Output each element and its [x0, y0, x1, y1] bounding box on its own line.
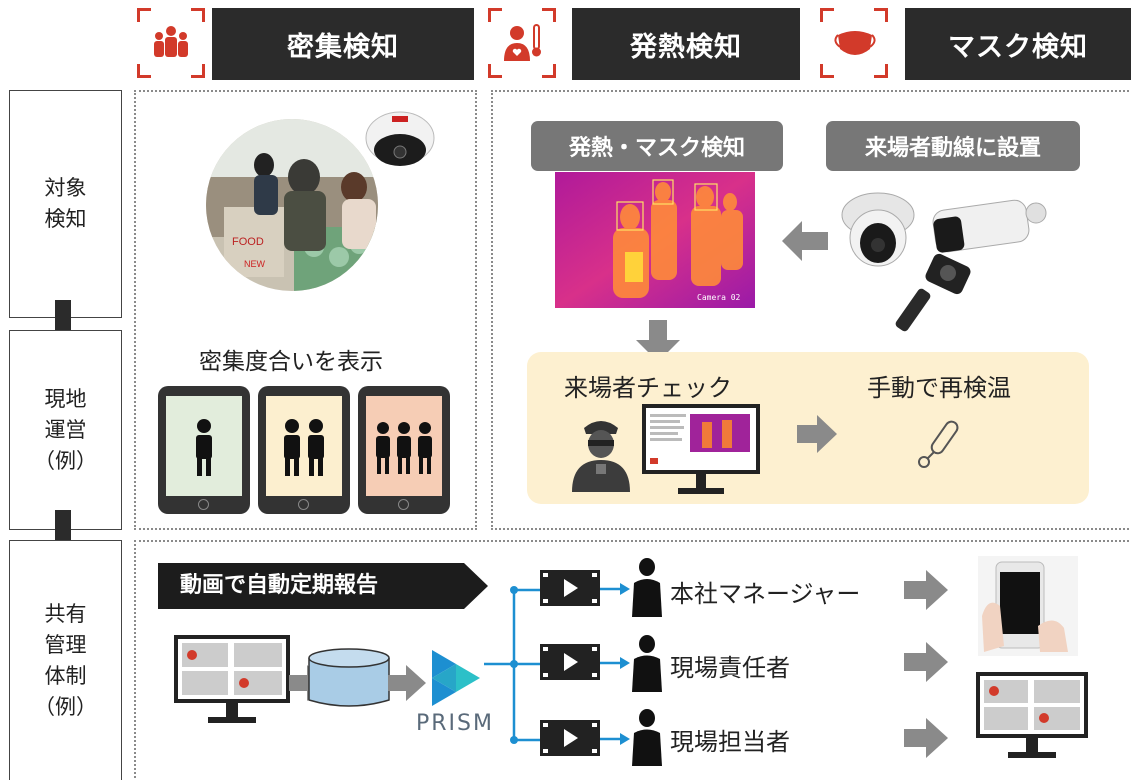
visitor-check-label: 来場者チェック — [564, 374, 732, 402]
blue-arrow-icon — [600, 733, 630, 745]
right-arrow-icon — [388, 665, 426, 701]
tablet-high-density — [358, 386, 450, 514]
monitor-thermal-icon — [642, 404, 760, 494]
video-film-icon — [540, 570, 600, 606]
store-photo: FOOD NEW — [206, 119, 378, 291]
database-icon — [308, 648, 390, 707]
panel-thermal — [491, 90, 1131, 530]
right-arrow-icon — [904, 570, 948, 610]
panel-sharing — [134, 540, 1131, 780]
right-arrow-icon — [797, 415, 837, 453]
tag-install-location: 来場者動線に設置 — [826, 121, 1080, 171]
thermal-image: Camera 02 — [555, 172, 755, 308]
tag-fever-mask-detection: 発熱・マスク検知 — [531, 121, 783, 171]
tab-crowd-detection: 密集検知 — [212, 8, 474, 80]
mask-icon-frame — [820, 8, 888, 78]
svg-text:Camera 02: Camera 02 — [697, 293, 741, 302]
prism-brand-label: PRISM — [416, 711, 494, 736]
tab-fever-detection: 発熱検知 — [572, 8, 800, 80]
guard-icon — [572, 421, 630, 492]
report-banner-label: 動画で自動定期報告 — [180, 573, 379, 598]
report-banner-shape — [158, 563, 488, 609]
staff-person-icon — [632, 709, 662, 766]
security-cameras-icon — [841, 192, 1047, 332]
food-sign: FOOD — [232, 236, 264, 248]
tab-mask-detection: マスク検知 — [905, 8, 1131, 80]
video-film-icon — [540, 720, 600, 756]
video-film-icon — [540, 644, 600, 680]
crowd-icon-frame — [137, 8, 205, 78]
right-arrow-icon — [904, 642, 948, 682]
crowd-icon — [154, 26, 188, 57]
report-banner: 動画で自動定期報告 — [158, 563, 488, 609]
down-arrow-icon — [636, 320, 680, 362]
manual-recheck-label: 手動で再検温 — [867, 374, 1011, 402]
person-icon — [196, 419, 212, 476]
left-arrow-icon — [782, 221, 828, 261]
dashboard-monitor-icon — [976, 672, 1088, 758]
row-label-operation: 現地 運営 （例） — [9, 330, 122, 530]
distribution-connector — [484, 586, 542, 744]
crowd-people-icon — [376, 422, 432, 474]
role-site-staff: 現場担当者 — [670, 728, 790, 756]
panel-crowd — [134, 90, 477, 530]
smartphone-icon — [978, 556, 1078, 656]
blue-arrow-icon — [600, 657, 630, 669]
blue-arrow-icon — [600, 583, 630, 595]
supervisor-person-icon — [632, 635, 662, 692]
tablet-low-density — [158, 386, 250, 514]
thermometer-icon — [918, 420, 959, 468]
manager-person-icon — [632, 558, 662, 617]
right-arrow-icon — [289, 665, 327, 701]
right-arrow-icon — [904, 718, 948, 758]
dashboard-monitor-icon — [174, 635, 290, 723]
prism-logo-icon — [432, 650, 480, 706]
fever-icon — [504, 24, 541, 61]
dome-camera-icon — [365, 111, 435, 166]
row-label-management: 共有 管理 体制 （例） — [9, 540, 122, 780]
crowd-caption: 密集度合いを表示 — [199, 349, 383, 375]
mask-icon — [834, 31, 876, 55]
new-prices-sign: NEW — [244, 259, 266, 269]
row-label-detection: 対象 検知 — [9, 90, 122, 318]
tablet-mid-density — [258, 386, 350, 514]
people-icon — [284, 419, 324, 476]
role-hq-manager: 本社マネージャー — [670, 580, 861, 608]
fever-icon-frame — [488, 8, 556, 78]
role-site-supervisor: 現場責任者 — [670, 654, 790, 682]
